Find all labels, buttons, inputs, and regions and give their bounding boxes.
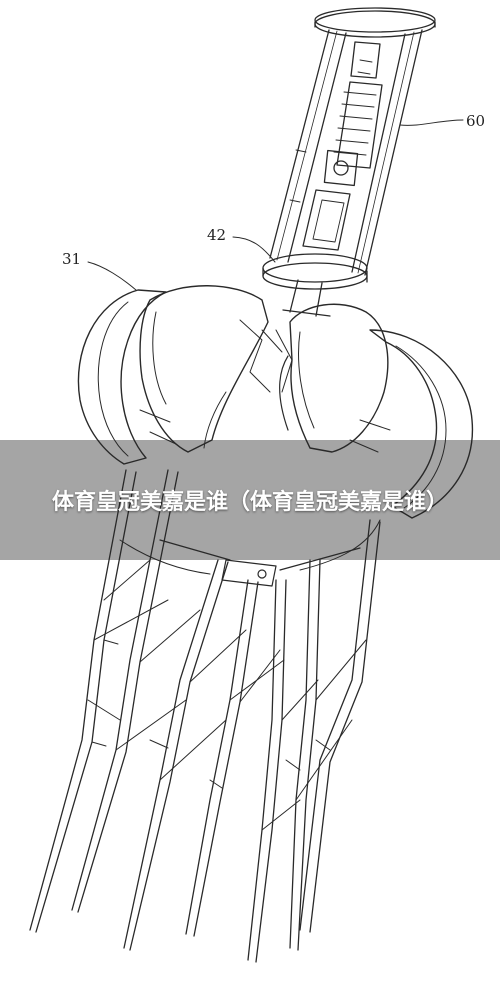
drive-cylinder xyxy=(262,7,436,290)
reference-numeral-60: 60 xyxy=(466,112,486,130)
leader-60 xyxy=(399,119,464,126)
caption-title: 体育皇冠美嘉是谁（体育皇冠美嘉是谁） xyxy=(51,490,448,515)
leader-31 xyxy=(87,261,137,291)
claw-fingers xyxy=(29,469,381,963)
reference-numeral-42: 42 xyxy=(207,226,227,244)
petal-covers xyxy=(77,285,474,519)
reference-numeral-31: 31 xyxy=(62,250,82,268)
lower-hub xyxy=(119,519,381,587)
mount-neck xyxy=(282,279,331,317)
caption-overlay-band: 体育皇冠美嘉是谁（体育皇冠美嘉是谁） xyxy=(0,440,500,560)
leader-42 xyxy=(232,236,276,263)
